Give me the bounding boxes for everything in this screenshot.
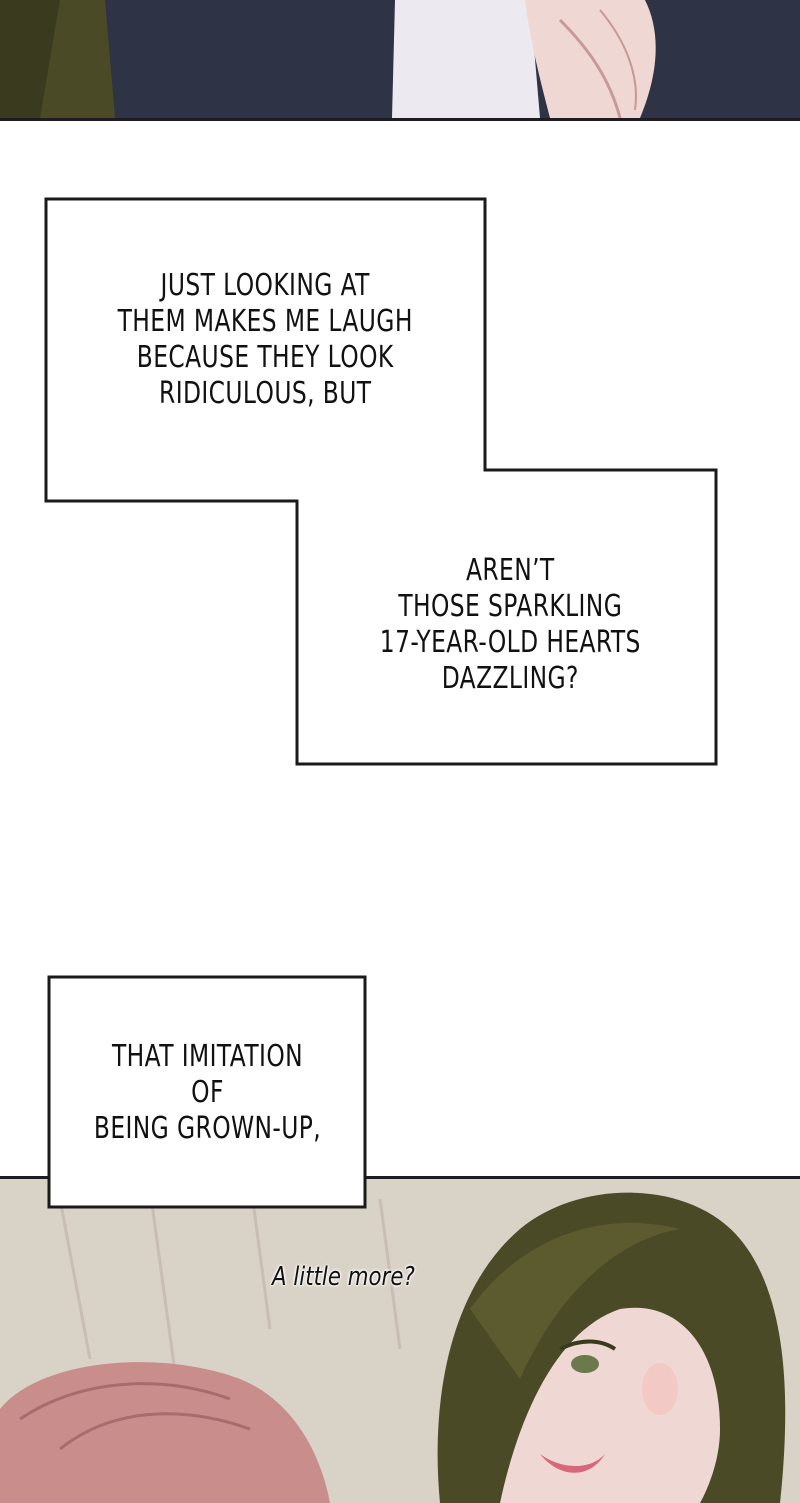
- bottom-art-panel: [0, 1176, 800, 1503]
- top-art-illustration: [0, 0, 800, 118]
- caption-box-1: JUST LOOKING AT THEM MAKES ME LAUGH BECA…: [60, 240, 470, 440]
- top-art-panel: [0, 0, 800, 121]
- caption-1-text: JUST LOOKING AT THEM MAKES ME LAUGH BECA…: [117, 268, 413, 411]
- bottom-art-illustration: [0, 1179, 800, 1503]
- caption-2-text: AREN’T THOSE SPARKLING 17-YEAR-OLD HEART…: [379, 553, 641, 696]
- caption-box-2: AREN’T THOSE SPARKLING 17-YEAR-OLD HEART…: [320, 525, 700, 725]
- dialogue-text: A little more?: [272, 1262, 415, 1292]
- caption-3-text: THAT IMITATION OF BEING GROWN-UP,: [93, 1038, 322, 1146]
- caption-box-3: THAT IMITATION OF BEING GROWN-UP,: [60, 990, 355, 1195]
